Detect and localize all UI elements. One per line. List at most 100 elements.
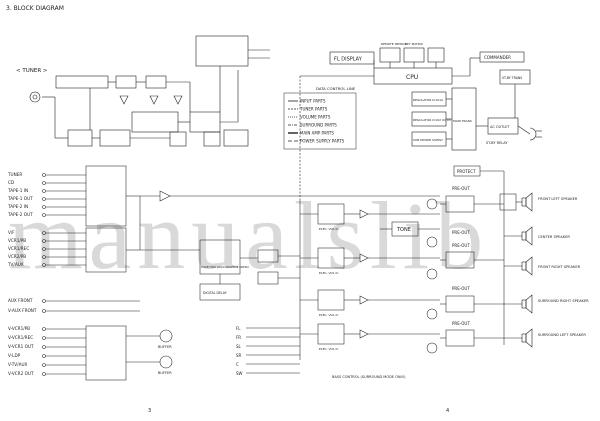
antenna-icon [29, 91, 55, 103]
video-selector-ic [85, 325, 127, 381]
svg-text:FR: FR [236, 335, 241, 340]
key-matrix-block [403, 47, 425, 63]
mute-block [223, 129, 249, 147]
svg-text:TUNER: TUNER [7, 172, 22, 177]
svg-text:TAPE-1 OUT: TAPE-1 OUT [7, 196, 33, 201]
svg-text:SL: SL [236, 344, 242, 349]
input-labels-video: V-VCR1/PB V-VCR1/REC V-VCR1 OUT V-LDP V-… [8, 326, 34, 376]
svg-text:TAPE-2 OUT: TAPE-2 OUT [7, 212, 33, 217]
legend-box [283, 92, 357, 150]
plug-icon [529, 127, 542, 141]
tuner-label: < TUNER > [16, 68, 48, 74]
svg-text:V-LDP: V-LDP [8, 353, 21, 358]
svg-text:TAPE-2 IN: TAPE-2 IN [7, 204, 28, 209]
dsp-label: DOLBY PRO LOGIC ADAPTIVE MATRIX [201, 265, 249, 269]
pre-out-label: PRE-OUT [452, 243, 470, 248]
am-ant-block [67, 129, 93, 147]
power-amp-4 [445, 329, 475, 347]
speaker-relay [499, 193, 517, 211]
elec-vol-label: ELEC. VOL IC [319, 271, 338, 275]
legend-item: INPUT PARTS [288, 99, 326, 104]
page-number-right: 4 [446, 408, 449, 414]
speaker-icon [521, 226, 533, 246]
key-matrix-label: KEY MATRIX [405, 42, 423, 46]
output-transistor [426, 308, 438, 320]
pll-block [99, 129, 131, 147]
tuner-control-ic [195, 35, 249, 67]
power-amp-section: PROTECT PRE-OUT PRE-OUT PRE-OUT PRE-OUT … [426, 165, 522, 354]
fl-display-block [329, 51, 375, 65]
svg-text:FL: FL [236, 326, 241, 331]
digital-delay-label: DIGITAL DELAY [203, 291, 227, 295]
signal-path: DOLBY PRO LOGIC ADAPTIVE MATRIX DIGITAL … [140, 190, 440, 379]
elec-vol-label: ELEC. VOL IC [319, 347, 338, 351]
elec-vol-label: ELEC. VOL IC [319, 227, 338, 231]
output-transistor [426, 198, 438, 210]
svg-text:VCR2/PB: VCR2/PB [8, 254, 26, 259]
fm-front-end-block [55, 75, 109, 89]
svg-text:MAIN AMP PARTS: MAIN AMP PARTS [300, 131, 334, 136]
cpu-label: CPU [406, 74, 418, 81]
svg-text:V-VCR2 OUT: V-VCR2 OUT [8, 371, 34, 376]
q-block-1 [169, 131, 187, 147]
svg-text:V-TV/AUX: V-TV/AUX [8, 362, 28, 367]
speaker-label: FRONT LEFT SPEAKER [538, 197, 578, 201]
svg-text:VCR1/REC: VCR1/REC [8, 246, 29, 251]
svg-text:TV/AUX: TV/AUX [7, 262, 24, 267]
speaker-label: SURROUND LEFT SPEAKER [538, 333, 586, 337]
pre-out-label: PRE-OUT [452, 186, 470, 191]
svg-text:INPUT PARTS: INPUT PARTS [300, 99, 326, 104]
input-labels-aux: AUX FRONT V-AUX FRONT [8, 298, 37, 313]
legend-item: POWER SUPPLY PARTS [288, 139, 345, 144]
svg-text:TAPE-1 IN: TAPE-1 IN [7, 188, 28, 193]
legend-item: VOLUME PARTS [288, 115, 331, 120]
pre-out-label: PRE-OUT [452, 321, 470, 326]
speaker-icon [521, 328, 533, 348]
eeprom-block [427, 47, 445, 63]
page-title: 3. BLOCK DIAGRAM [6, 5, 64, 12]
tone-label: TONE [396, 227, 411, 233]
elec-vol-label: ELEC. VOL IC [319, 313, 338, 317]
pre-out-label: PRE-OUT [452, 230, 470, 235]
svg-text:POWER SUPPLY PARTS: POWER SUPPLY PARTS [300, 139, 345, 144]
buffer-transistor-1 [126, 329, 173, 343]
if-amp-block [115, 75, 137, 89]
svg-text:VCR1/PB: VCR1/PB [8, 238, 26, 243]
bass-control-label: BASS CONTROL (SURROUND MODE ONLY) [332, 375, 406, 379]
speaker-icon [521, 294, 533, 314]
buffer-label-2: BUFFER [158, 371, 172, 375]
standby-relay-label: ST-BY RELAY [486, 141, 508, 145]
output-transistor [426, 268, 438, 280]
svg-text:AUX FRONT: AUX FRONT [8, 298, 33, 303]
svg-text:TUNER PARTS: TUNER PARTS [299, 107, 328, 112]
tuner-ic-block [131, 111, 179, 133]
svg-text:VOLUME PARTS: VOLUME PARTS [300, 115, 331, 120]
elec-vol-ic-3 [317, 289, 345, 311]
detector-block [145, 75, 167, 89]
buffer-label-1: BUFFER [158, 345, 172, 349]
elec-vol-ic-4 [317, 323, 345, 345]
input-section: TUNER CD TAPE-1 IN TAPE-1 OUT TAPE-2 IN … [7, 165, 173, 381]
cpu-section: FL DISPLAY REMOTE SENSOR KEY MATRIX COMM… [299, 42, 542, 200]
svg-text:SW: SW [236, 371, 243, 376]
input-labels-top: TUNER CD TAPE-1 IN TAPE-1 OUT TAPE-2 IN … [7, 172, 33, 217]
svg-text:V-VCR1 OUT: V-VCR1 OUT [8, 344, 34, 349]
buffer-transistor-2 [126, 355, 173, 369]
speaker-icon [521, 192, 533, 212]
fl-display-label: FL DISPLAY [334, 57, 363, 63]
svg-text:SR: SR [236, 353, 242, 358]
ac-outlet-label: AC OUTLET [490, 125, 511, 129]
remote-sensor-label: REMOTE SENSOR [381, 42, 407, 46]
input-labels-mid: V/F VCR1/PB VCR1/REC VCR2/PB TV/AUX [7, 230, 29, 267]
speaker-label: FRONT RIGHT SPEAKER [538, 265, 581, 269]
watermark-text: manualslib [8, 182, 489, 289]
regulator-1-label: REGULATOR IC101A [413, 98, 444, 102]
main-trans-label: MAIN TRANS [453, 119, 472, 123]
svg-text:V-AUX FRONT: V-AUX FRONT [8, 308, 37, 313]
legend-item: SURROUND PARTS [288, 123, 337, 128]
svg-text:SURROUND PARTS: SURROUND PARTS [300, 123, 337, 128]
commander-label: COMMANDER [484, 55, 511, 60]
regulator-2-label: REGULATOR IC102 IC103 [413, 118, 451, 122]
amp-triangle [159, 190, 171, 202]
